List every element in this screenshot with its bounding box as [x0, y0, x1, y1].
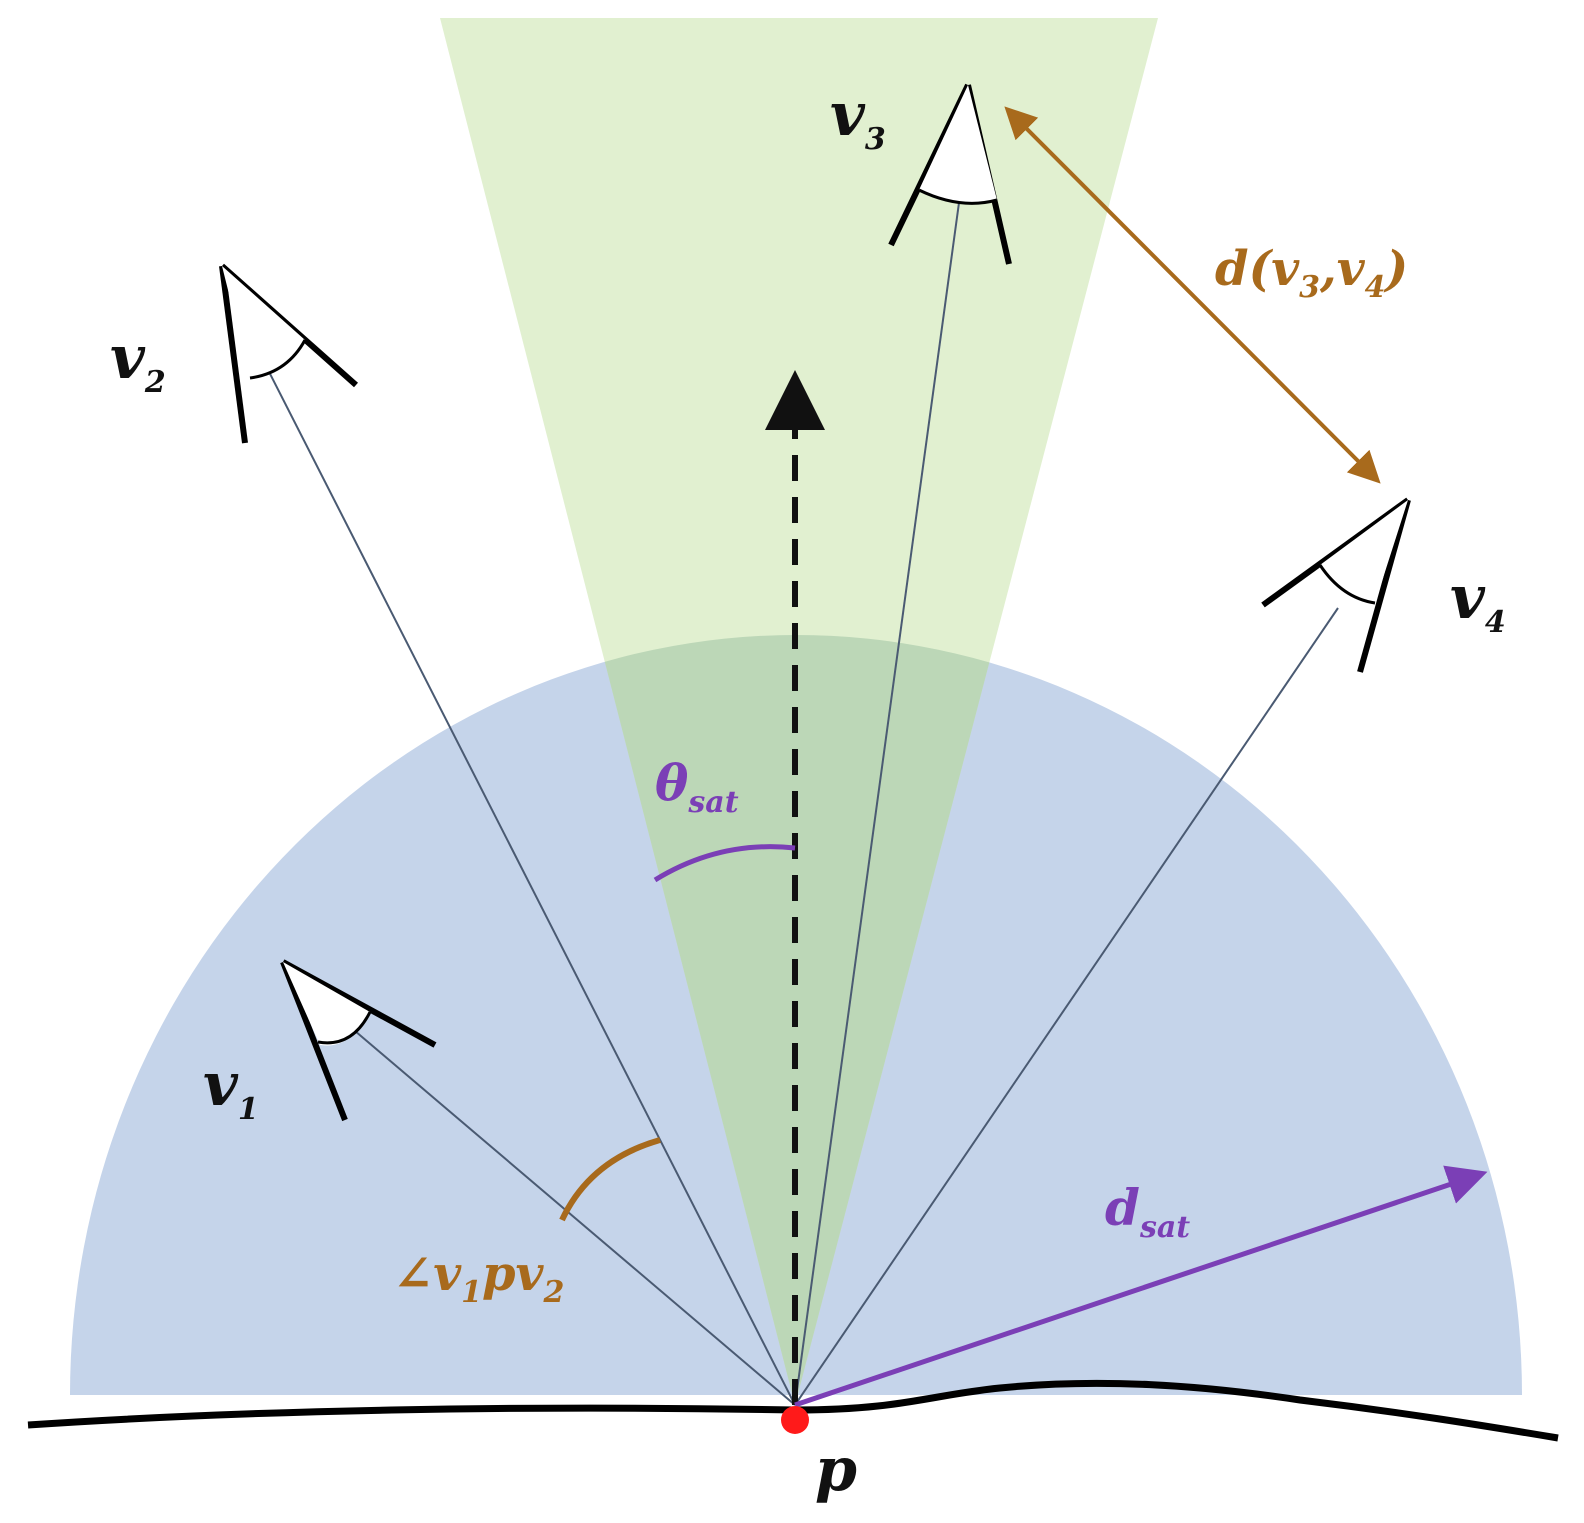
camera-v4-eye-camera-icon — [1261, 497, 1411, 673]
camera-v3-eye-camera-icon — [888, 83, 1012, 265]
label-v3: v3 — [830, 80, 886, 157]
d-sat-arrow — [794, 1165, 1488, 1408]
angle-v1pv2-arc — [559, 1137, 661, 1222]
surface-curve — [27, 1379, 1559, 1442]
theta-sat-arc — [653, 844, 796, 883]
label-distance-v3v4: d(v3,v4) — [1215, 241, 1408, 305]
ray-to-v4 — [794, 607, 1339, 1406]
distance-v3-v4-arrow — [1004, 106, 1381, 484]
ray-to-v3 — [794, 187, 962, 1406]
camera-v2-eye-camera-icon — [219, 263, 358, 444]
label-v4: v4 — [1450, 563, 1506, 640]
point-p — [781, 1406, 809, 1434]
cone-hemisphere-overlap — [440, 635, 1158, 1395]
label-theta-sat: θsat — [655, 753, 739, 820]
label-v1: v1 — [203, 1050, 259, 1127]
label-p: p — [815, 1435, 857, 1505]
label-angle-v1pv2: ∠v1pv2 — [393, 1246, 564, 1310]
camera-v1-eye-camera-icon — [280, 959, 437, 1122]
label-d-sat: dsat — [1105, 1178, 1190, 1245]
ray-to-v1 — [347, 1024, 796, 1406]
label-v2: v2 — [110, 323, 166, 400]
ray-to-v2 — [262, 359, 796, 1406]
